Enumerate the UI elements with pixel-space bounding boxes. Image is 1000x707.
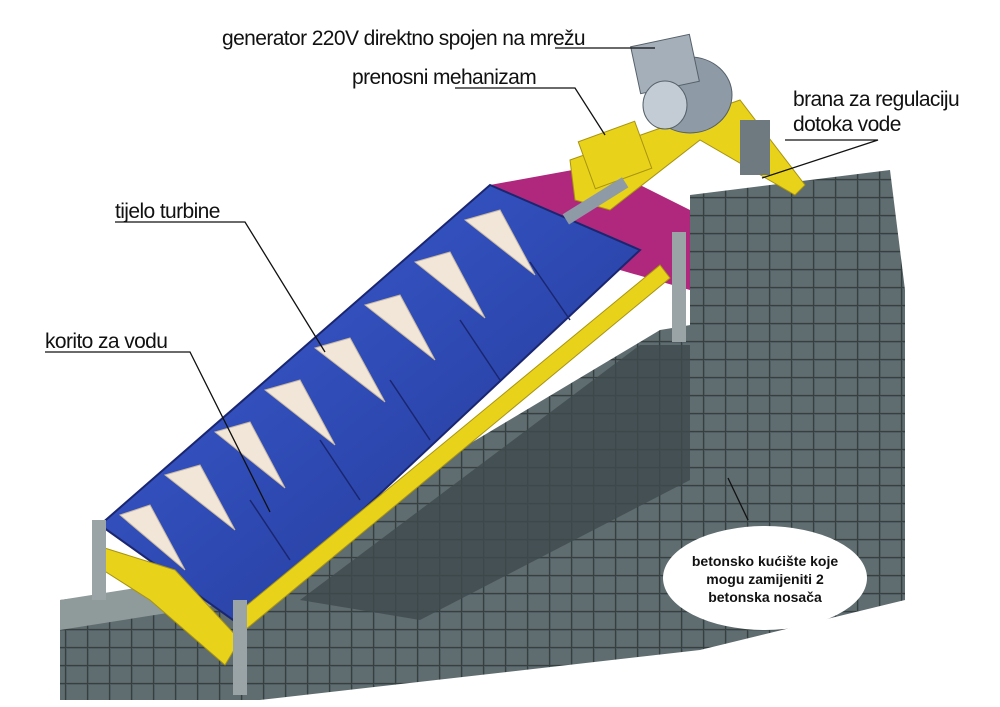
label-trough: korito za vodu — [45, 330, 167, 353]
callout-bubble — [663, 526, 867, 630]
shaft — [562, 177, 629, 225]
label-generator: generator 220V direktno spojen na mrežu — [222, 27, 585, 50]
leader-lines — [45, 47, 879, 521]
callout-line1: betonsko kućište koje — [692, 553, 838, 569]
callout-line3: betonska nosača — [708, 589, 822, 605]
post-bottom — [233, 600, 247, 695]
label-gate-line1: brana za regulaciju — [793, 88, 959, 111]
generator — [630, 33, 733, 134]
label-turbine-body: tijelo turbine — [115, 200, 220, 223]
post-right — [672, 232, 686, 342]
label-gate-line2: dotoka vode — [793, 113, 901, 136]
gate-plate — [740, 120, 770, 175]
post-left — [92, 520, 106, 600]
label-transmission: prenosni mehanizam — [352, 66, 536, 89]
screw-blades — [118, 209, 536, 571]
concrete-inner-channel — [300, 345, 690, 620]
gearbox — [577, 120, 653, 190]
callout-line2: mogu zamijeniti 2 — [706, 571, 824, 587]
trough-segment-lines — [249, 261, 571, 561]
